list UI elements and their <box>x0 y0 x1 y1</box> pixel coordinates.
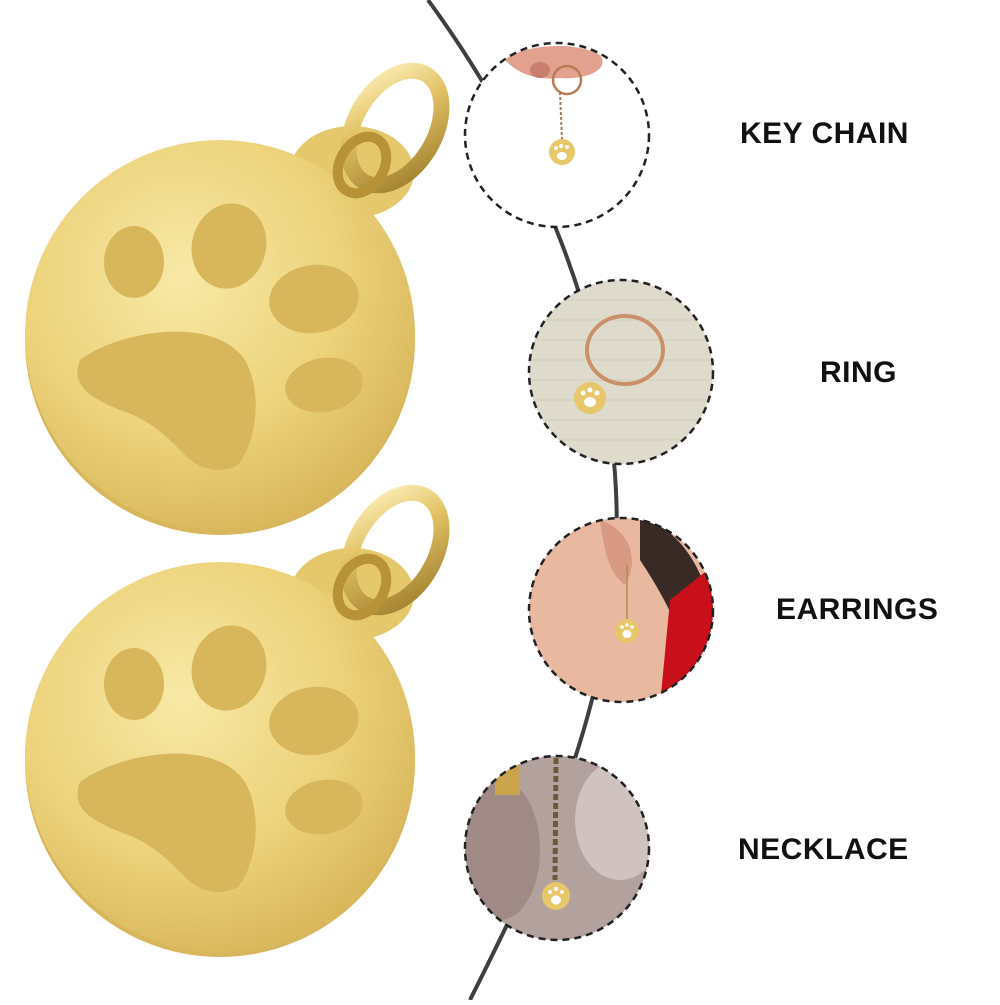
paw-charm-top <box>25 62 450 535</box>
label-earrings: EARRINGS <box>776 593 939 626</box>
paw-charm-bottom <box>25 484 450 957</box>
usage-photo-necklace <box>463 754 651 942</box>
label-necklace: NECKLACE <box>738 833 909 866</box>
usage-photo-earrings <box>527 516 715 704</box>
jump-ring-icon <box>332 484 450 621</box>
label-key-chain: KEY CHAIN <box>740 117 909 150</box>
label-ring: RING <box>820 356 897 389</box>
jump-ring-icon <box>332 62 450 199</box>
usage-photo-ring <box>527 278 715 466</box>
usage-photo-keychain <box>463 41 651 229</box>
